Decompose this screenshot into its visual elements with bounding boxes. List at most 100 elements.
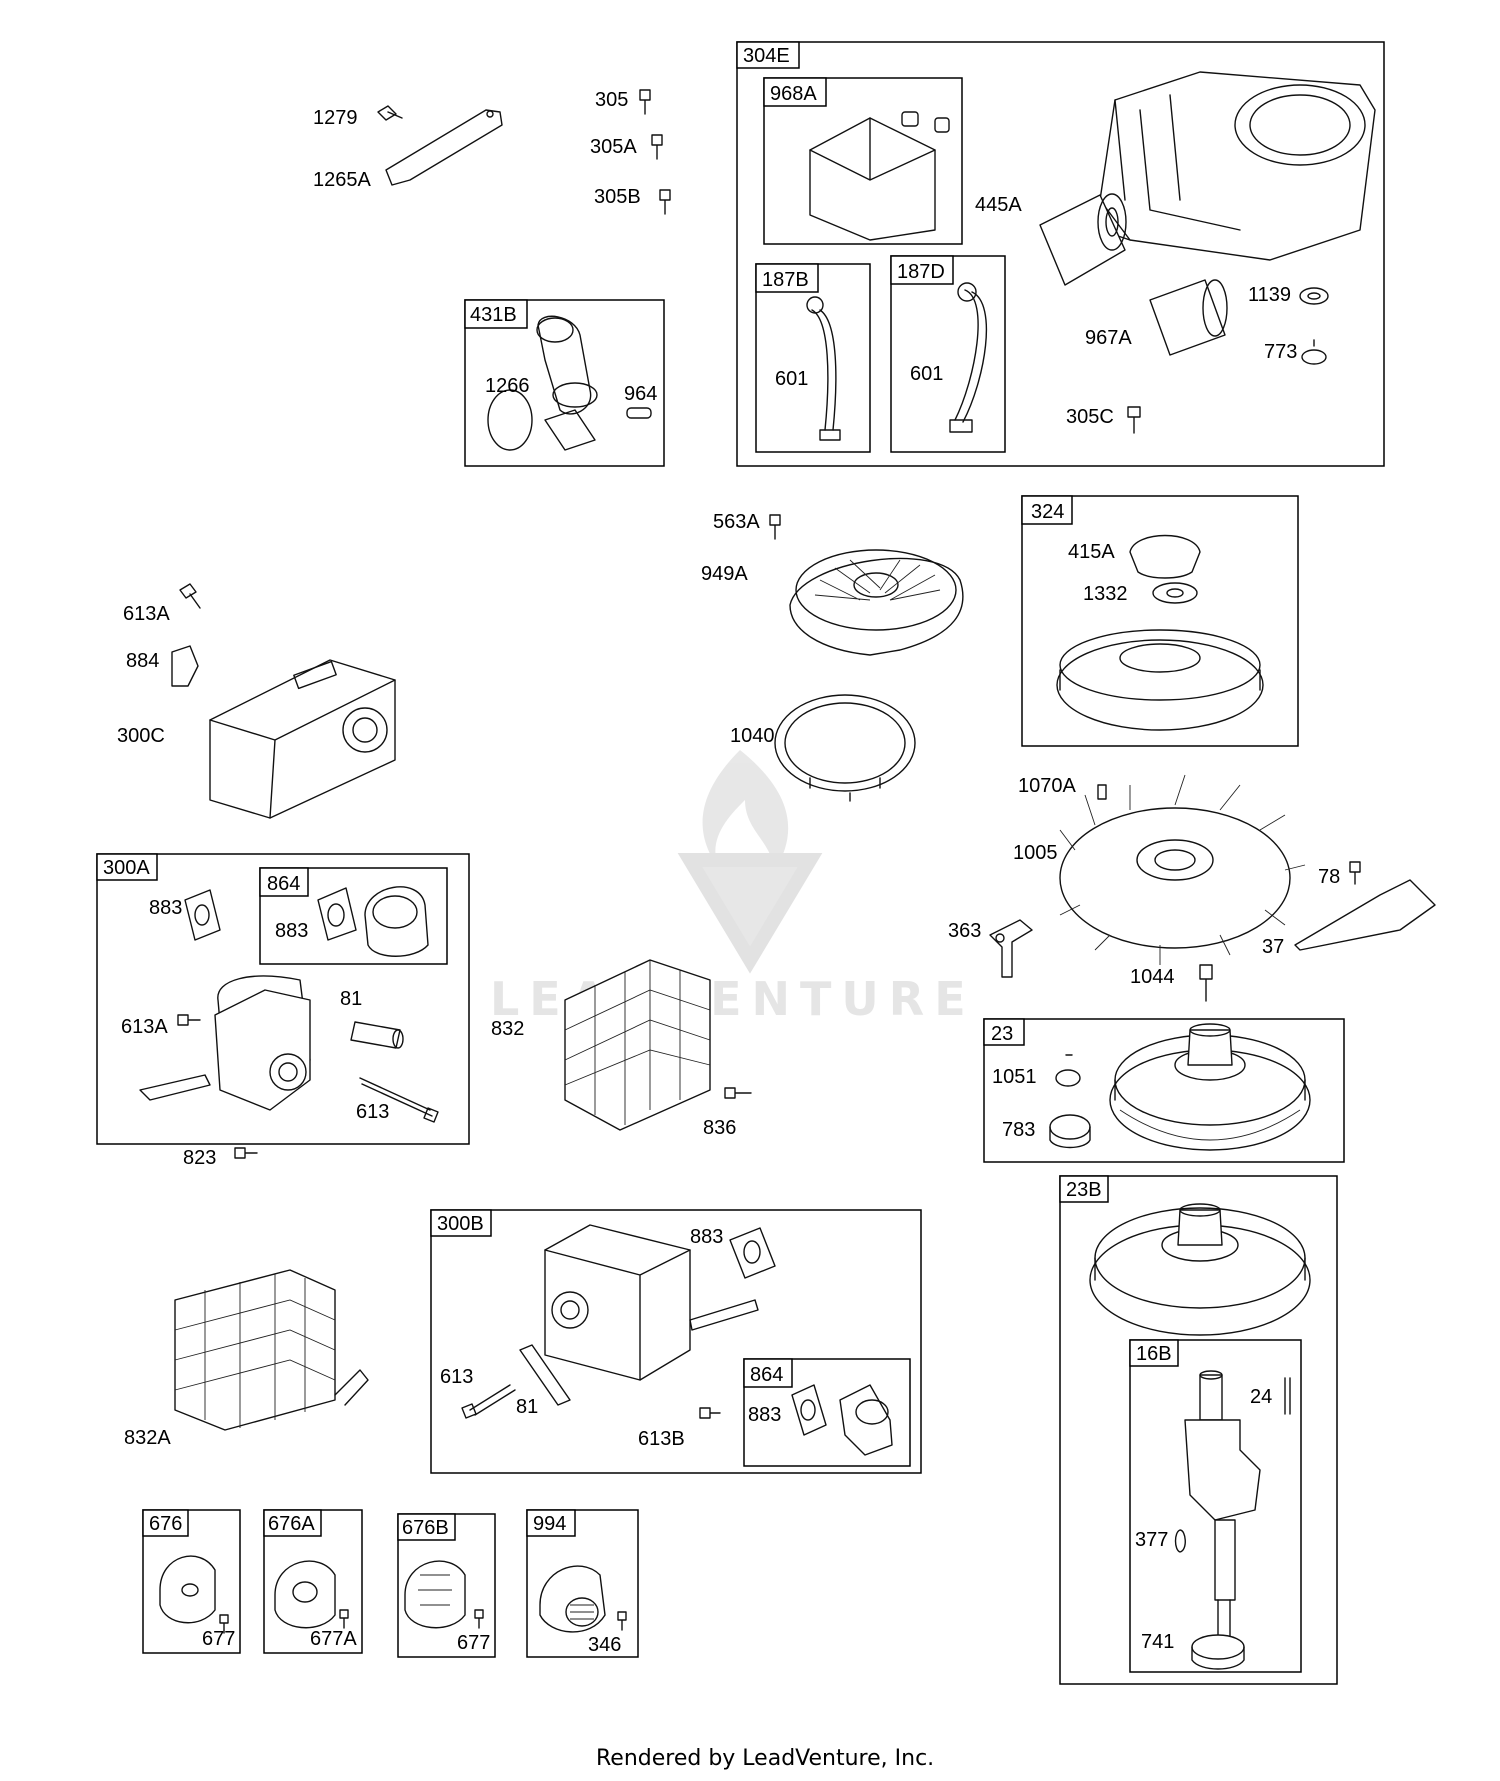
group-box-864-a — [259, 867, 448, 965]
callout-883-a: 883 — [149, 897, 182, 919]
part-832A-heat-shield — [174, 1269, 369, 1431]
callout-677-b: 677 — [457, 1632, 490, 1654]
callout-305C: 305C — [1066, 406, 1114, 428]
callout-601-b: 601 — [910, 363, 943, 385]
part-883-gasket-b — [317, 887, 357, 941]
part-884-clip — [171, 645, 199, 687]
part-16B-crankshaft — [1184, 1370, 1261, 1641]
callout-676: 676 — [149, 1513, 182, 1535]
callout-864-b: 864 — [750, 1364, 783, 1386]
part-773-ring — [1301, 339, 1327, 365]
part-81-tube-a — [350, 1021, 404, 1049]
callout-1279: 1279 — [313, 107, 358, 129]
callout-1265A: 1265A — [313, 169, 371, 191]
part-300C-muffler — [209, 659, 396, 819]
part-601-hose-b — [949, 282, 988, 433]
part-1044-nut — [1199, 964, 1213, 1002]
callout-883-d: 883 — [748, 1404, 781, 1426]
group-box-994 — [526, 1509, 639, 1658]
part-783-gear — [1049, 1114, 1091, 1149]
group-tab-16B — [1129, 1339, 1179, 1367]
part-431B-elbow — [487, 315, 652, 451]
callout-883-c: 883 — [690, 1226, 723, 1248]
part-305-bolts — [639, 89, 671, 215]
part-563A-screw — [769, 514, 781, 540]
group-tab-304E — [736, 41, 800, 69]
part-300B-muffler — [544, 1224, 759, 1381]
callout-81-b: 81 — [516, 1396, 538, 1418]
part-949A-rotating-screen — [789, 549, 964, 656]
group-box-324 — [1021, 495, 1299, 747]
group-tab-187B — [755, 263, 819, 293]
callout-1040: 1040 — [730, 725, 775, 747]
group-box-300B — [430, 1209, 922, 1474]
callout-1051: 1051 — [992, 1066, 1037, 1088]
callout-16B: 16B — [1136, 1343, 1172, 1365]
callout-1005: 1005 — [1013, 842, 1058, 864]
callout-431B: 431B — [470, 304, 517, 326]
group-tab-676B — [397, 1513, 456, 1541]
callout-324: 324 — [1031, 501, 1064, 523]
part-81-tube-b — [519, 1344, 571, 1406]
footer-credit: Rendered by LeadVenture, Inc. — [596, 1746, 934, 1771]
part-415A-cap — [1129, 534, 1201, 579]
callout-773: 773 — [1264, 341, 1297, 363]
callout-832: 832 — [491, 1018, 524, 1040]
part-37-air-vane — [1294, 879, 1436, 951]
callout-377: 377 — [1135, 1529, 1168, 1551]
part-1070A-key — [1097, 784, 1107, 800]
part-883-gasket-d — [791, 1384, 827, 1436]
leadventure-watermark: LEADVENTURE — [490, 750, 966, 1026]
part-676B-deflector — [404, 1560, 484, 1629]
group-tab-864-a — [259, 867, 309, 897]
group-tab-23 — [983, 1018, 1025, 1046]
callout-187B: 187B — [762, 269, 809, 291]
part-1279 — [377, 105, 403, 121]
callout-676A: 676A — [268, 1513, 315, 1535]
callout-836: 836 — [703, 1117, 736, 1139]
callout-741: 741 — [1141, 1631, 1174, 1653]
group-tab-864-b — [743, 1358, 793, 1388]
part-613-stud-b — [461, 1384, 516, 1419]
callout-613A-mid: 613A — [121, 1016, 168, 1038]
part-613A-screw-mid — [177, 1014, 201, 1026]
group-box-187D — [890, 255, 1006, 453]
group-box-304E — [736, 41, 1385, 467]
callout-415A: 415A — [1068, 541, 1115, 563]
callout-964: 964 — [624, 383, 657, 405]
group-tab-300A — [96, 853, 158, 881]
callout-300B: 300B — [437, 1213, 484, 1235]
callout-37: 37 — [1262, 936, 1284, 958]
callout-883-b: 883 — [275, 920, 308, 942]
group-box-23B — [1059, 1175, 1338, 1685]
callout-445A: 445A — [975, 194, 1022, 216]
group-box-676 — [142, 1509, 241, 1654]
part-1005-fan — [1059, 774, 1306, 965]
callout-677-a: 677 — [202, 1628, 235, 1650]
part-676-deflector — [159, 1555, 229, 1634]
group-box-16B — [1129, 1339, 1302, 1673]
part-601-hose-a — [806, 296, 841, 441]
part-363-bracket — [989, 919, 1033, 978]
callout-967A: 967A — [1085, 327, 1132, 349]
callout-949A: 949A — [701, 563, 748, 585]
callout-613-a: 613 — [356, 1101, 389, 1123]
callout-187D: 187D — [897, 261, 945, 283]
callout-613-b: 613 — [440, 1366, 473, 1388]
callout-864-a: 864 — [267, 873, 300, 895]
part-23B-flywheel — [1089, 1203, 1311, 1336]
group-box-864-b — [743, 1358, 911, 1467]
callout-677A: 677A — [310, 1628, 357, 1650]
callout-305: 305 — [595, 89, 628, 111]
group-box-431B — [464, 299, 665, 467]
callout-1266: 1266 — [485, 375, 530, 397]
callout-1070A: 1070A — [1018, 775, 1076, 797]
group-tab-676A — [263, 1509, 322, 1537]
part-1332-washer — [1152, 582, 1198, 604]
callout-346: 346 — [588, 1634, 621, 1656]
callout-563A: 563A — [713, 511, 760, 533]
part-823-screw — [234, 1147, 258, 1159]
group-tab-676 — [142, 1509, 189, 1537]
part-864-flange-b — [839, 1384, 893, 1456]
